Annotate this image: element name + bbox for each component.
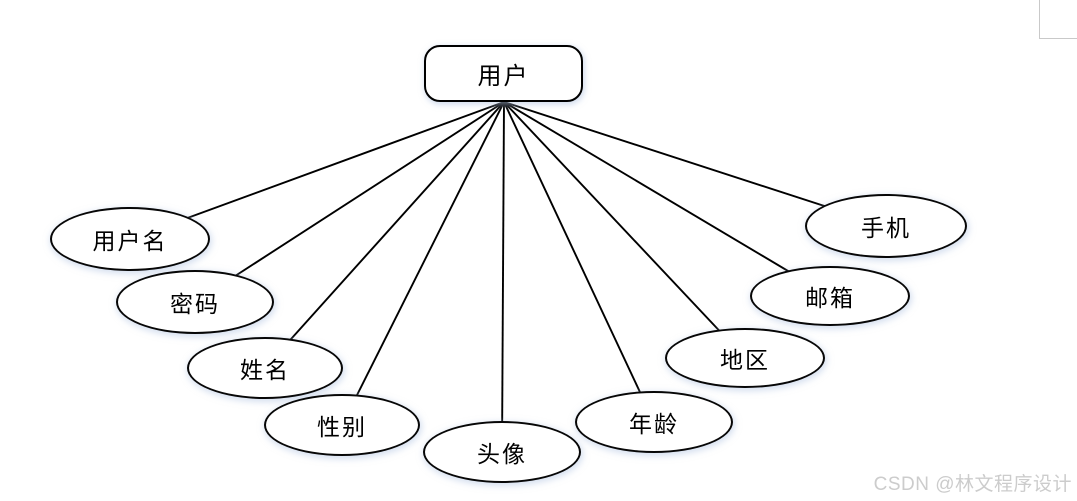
attribute-avatar-label: 头像 bbox=[477, 442, 527, 467]
attribute-gender: 性别 bbox=[264, 394, 420, 456]
connector-line-gender bbox=[341, 101, 505, 426]
attribute-age: 年龄 bbox=[575, 391, 733, 453]
attribute-phone-label: 手机 bbox=[861, 216, 911, 241]
attribute-region-label: 地区 bbox=[720, 348, 770, 373]
attribute-username: 用户名 bbox=[50, 207, 210, 271]
attribute-phone: 手机 bbox=[805, 194, 967, 258]
attribute-avatar: 头像 bbox=[423, 421, 581, 483]
attribute-username-label: 用户名 bbox=[92, 229, 168, 254]
attribute-name: 姓名 bbox=[187, 337, 343, 399]
connector-line-region bbox=[503, 101, 746, 359]
entity-user: 用户 bbox=[424, 45, 583, 102]
watermark: CSDN @林文程序设计 bbox=[873, 474, 1072, 495]
attribute-password-label: 密码 bbox=[170, 292, 220, 317]
attribute-region: 地区 bbox=[665, 328, 825, 388]
attribute-email: 邮箱 bbox=[750, 266, 910, 326]
attribute-password: 密码 bbox=[116, 270, 274, 334]
connector-line-name bbox=[264, 101, 505, 369]
attribute-name-label: 姓名 bbox=[240, 358, 290, 383]
attribute-age-label: 年龄 bbox=[629, 412, 679, 437]
connector-line-username bbox=[129, 101, 505, 240]
page-corner-marker bbox=[1039, 0, 1077, 39]
attribute-email-label: 邮箱 bbox=[805, 286, 855, 311]
connector-line-password bbox=[194, 101, 505, 303]
attribute-gender-label: 性别 bbox=[317, 415, 367, 440]
connector-line-age bbox=[503, 101, 655, 423]
connector-line-email bbox=[503, 101, 831, 297]
entity-user-label: 用户 bbox=[477, 64, 530, 90]
connector-line-avatar bbox=[501, 101, 505, 453]
